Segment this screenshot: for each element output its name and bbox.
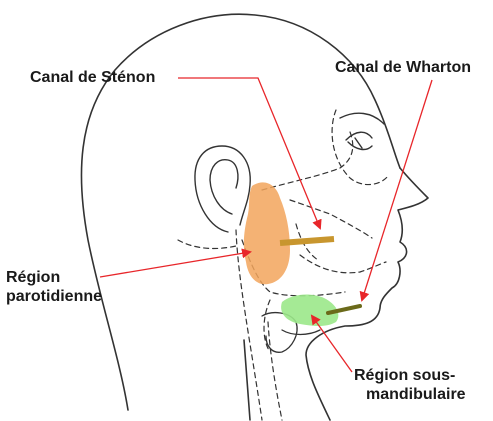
submandibular-arrow xyxy=(310,314,353,373)
eye-lower-lid xyxy=(347,141,373,151)
orbit-dashed xyxy=(331,109,389,186)
ear xyxy=(194,145,251,233)
hyoid-outline xyxy=(281,329,321,336)
stenon-label-text: Canal de Sténon xyxy=(30,69,156,86)
wharton-label: Canal de Wharton xyxy=(335,58,471,77)
eye xyxy=(339,112,385,151)
wharton-label-text: Canal de Wharton xyxy=(335,59,472,76)
maxilla-dashed xyxy=(289,199,373,239)
pharynx-dashed xyxy=(263,299,271,353)
parotid-label-line-1: Région xyxy=(6,269,61,286)
stenon-duct xyxy=(279,236,335,246)
eye-lash xyxy=(354,137,363,149)
submandibular-label: Région sous- mandibulaire xyxy=(354,366,466,404)
skull-dashed-contours xyxy=(177,109,389,421)
parotid-gland xyxy=(243,182,290,285)
parotid-label-line-2: parotidienne xyxy=(6,288,103,305)
ear-outer-outline xyxy=(194,145,251,233)
mandible-body-dashed xyxy=(299,254,387,274)
larynx-outline xyxy=(261,311,298,353)
callout-arrows xyxy=(99,77,433,373)
stenon-label: Canal de Sténon xyxy=(30,68,155,87)
trachea-dashed xyxy=(267,321,283,421)
eye-upper-lid xyxy=(345,131,373,141)
ear-inner-outline xyxy=(209,159,239,215)
submandibular-label-line-2: mandibulaire xyxy=(366,386,466,403)
wharton-arrow xyxy=(359,79,433,302)
larynx xyxy=(261,311,321,353)
stenon-arrow xyxy=(178,77,322,230)
submandibular-gland xyxy=(281,294,339,326)
skull-back-outline xyxy=(80,13,401,411)
zygomatic-arch-dashed xyxy=(261,131,354,191)
spine-dashed-front xyxy=(235,229,263,421)
head-outline xyxy=(80,13,429,421)
submandibular-label-line-1: Région sous- xyxy=(354,367,456,384)
neck-back-outline xyxy=(243,339,251,421)
parotid-arrow xyxy=(99,248,252,278)
brow-outline xyxy=(339,112,385,125)
face-profile-outline xyxy=(305,167,429,421)
cheek-dashed xyxy=(295,223,319,261)
spine-dashed-back xyxy=(177,239,237,250)
wharton-duct xyxy=(326,304,362,315)
parotid-label: Région parotidienne xyxy=(6,268,102,306)
